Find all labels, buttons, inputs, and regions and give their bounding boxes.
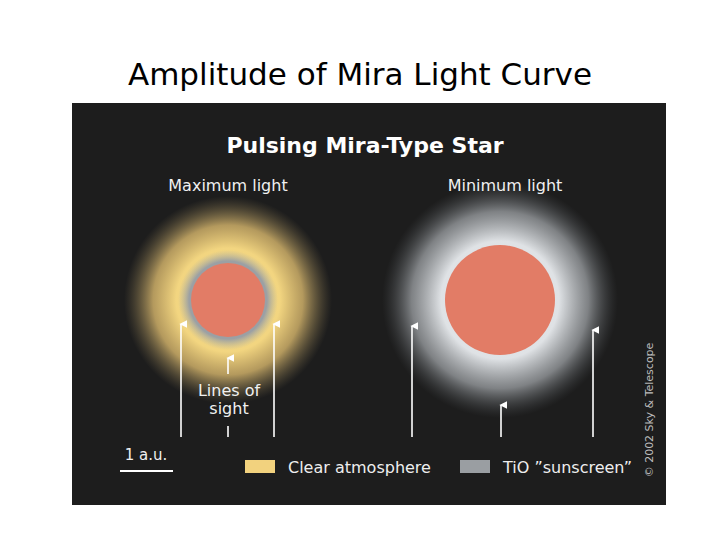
- clear-atmosphere-glow: [124, 196, 332, 404]
- legend-swatch: [245, 460, 275, 473]
- phase-label: Minimum light: [448, 177, 563, 195]
- sight-lines: [181, 324, 593, 437]
- sight-arrow: [411, 326, 413, 437]
- scale-label: 1 a.u.: [125, 447, 168, 464]
- tio-layer: [178, 250, 278, 350]
- tio-glow: [382, 182, 618, 418]
- star-disk: [191, 263, 265, 337]
- sight-label: Lines of sight: [190, 382, 268, 419]
- sight-arrow-tail: [227, 426, 229, 437]
- slide-title: Amplitude of Mira Light Curve: [128, 57, 592, 93]
- copyright-note: © 2002 Sky & Telescope: [644, 343, 657, 478]
- diagram-heading: Pulsing Mira-Type Star: [226, 133, 503, 158]
- legend-text: TiO ”sunscreen”: [503, 458, 632, 477]
- phase-label: Maximum light: [168, 177, 287, 195]
- sight-arrow: [273, 324, 275, 437]
- sight-arrow: [500, 405, 502, 437]
- sight-arrow: [592, 330, 594, 437]
- star-disk: [445, 245, 555, 355]
- scale-bar: [120, 470, 173, 472]
- legend-swatch: [460, 460, 490, 473]
- legend-text: Clear atmosphere: [288, 458, 431, 477]
- dark-panel: [72, 103, 666, 505]
- sight-arrow: [227, 358, 229, 374]
- sight-arrow: [180, 324, 182, 437]
